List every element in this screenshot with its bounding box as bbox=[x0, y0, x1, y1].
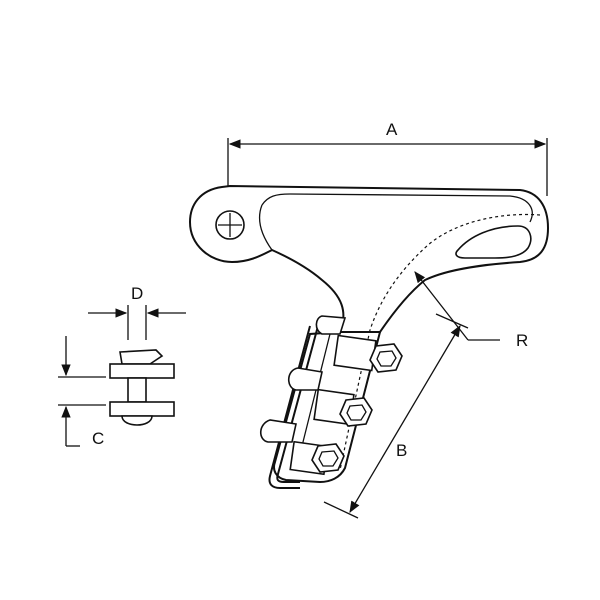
dimension-b-top-extension bbox=[435, 313, 469, 329]
clamp-arm-inner-contour bbox=[261, 193, 533, 223]
side-view-detail: D C bbox=[58, 284, 186, 448]
bolt-head-2 bbox=[287, 367, 323, 391]
dimension-r-label: R bbox=[516, 331, 528, 350]
clamp-jaw bbox=[259, 315, 403, 489]
u-bolt-inner bbox=[276, 325, 319, 483]
side-view-shank bbox=[127, 377, 147, 403]
bolt-head-3 bbox=[259, 419, 297, 443]
dimension-b-line bbox=[349, 324, 461, 514]
dimension-b-label: B bbox=[396, 441, 407, 460]
clamp-arm-inner-curve bbox=[258, 204, 273, 251]
dimension-a-label: A bbox=[386, 120, 398, 139]
dimension-r-leader bbox=[414, 271, 469, 341]
cotter-pin bbox=[119, 349, 164, 365]
dimension-r: R bbox=[414, 271, 528, 350]
hex-nut-2 bbox=[339, 397, 373, 427]
dimension-b: B bbox=[323, 313, 469, 519]
groove-dashed-top bbox=[369, 213, 541, 331]
clamp-body bbox=[188, 184, 550, 333]
clamp-arm-outline bbox=[188, 184, 550, 333]
clamp-block-1 bbox=[333, 334, 377, 372]
hex-nut-3 bbox=[311, 443, 345, 473]
u-bolt-outer bbox=[268, 325, 311, 489]
hex-nut-3-face bbox=[318, 450, 339, 467]
dimension-a: A bbox=[227, 120, 548, 196]
cable-slot bbox=[455, 225, 532, 259]
dimension-b-bottom-extension bbox=[323, 501, 359, 519]
side-view-bolt-head bbox=[121, 415, 153, 426]
side-view-top-plate bbox=[109, 363, 175, 379]
dimension-c-label: C bbox=[92, 429, 104, 448]
hex-nut-1 bbox=[369, 343, 403, 373]
bolt-head-1 bbox=[315, 315, 347, 335]
dimension-d-label: D bbox=[131, 284, 143, 303]
side-view-bottom-plate bbox=[109, 401, 175, 417]
